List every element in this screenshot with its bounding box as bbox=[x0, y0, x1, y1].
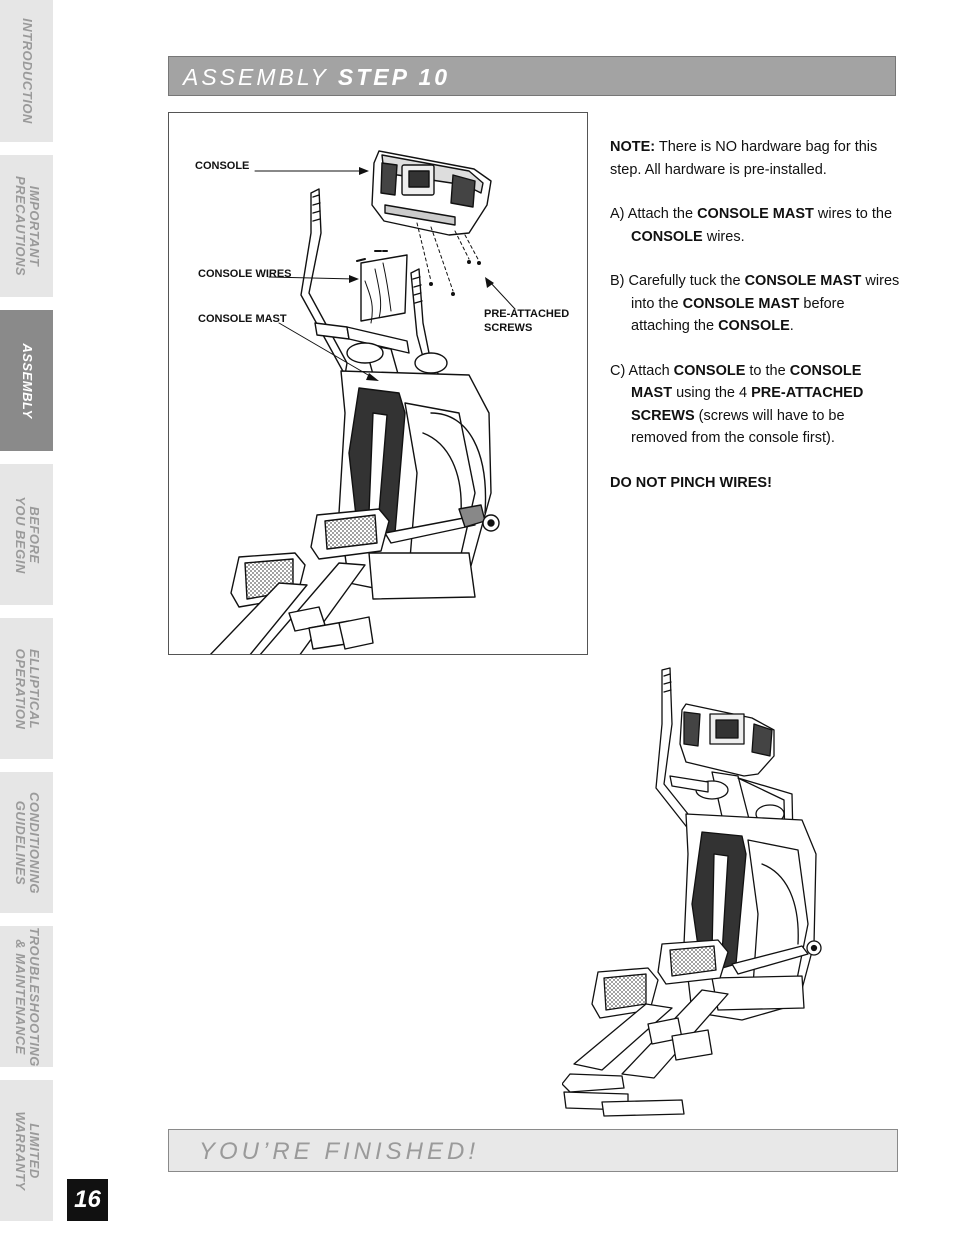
instruction-c: C) Attach CONSOLE to the CONSOLE MAST us… bbox=[610, 360, 902, 450]
instructions: NOTE: There is NO hardware bag for this … bbox=[610, 136, 902, 516]
section-tabs: INTRODUCTION IMPORTANT PRECAUTIONS ASSEM… bbox=[0, 0, 53, 1235]
elliptical-console-illustration bbox=[209, 150, 516, 654]
part-name: CONSOLE MAST bbox=[744, 273, 862, 289]
text: using the 4 bbox=[672, 385, 752, 401]
step-title: ASSEMBLY STEP 10 bbox=[183, 64, 450, 91]
label-pre-attached-screws: PRE-ATTACHED SCREWS bbox=[484, 308, 570, 334]
text: wires to the bbox=[813, 206, 893, 222]
tab-conditioning-guidelines[interactable]: CONDITIONING GUIDELINES bbox=[0, 772, 53, 913]
console-part bbox=[371, 150, 492, 236]
instruction-b: B) Carefully tuck the CONSOLE MAST wires… bbox=[610, 270, 902, 338]
tab-label: BEFORE YOU BEGIN bbox=[12, 495, 42, 574]
label-console-wires: CONSOLE WIRES bbox=[198, 268, 292, 280]
note: NOTE: There is NO hardware bag for this … bbox=[610, 136, 902, 181]
finished-banner: YOU’RE FINISHED! bbox=[168, 1129, 898, 1172]
text: . bbox=[789, 318, 794, 334]
tab-before-you-begin[interactable]: BEFORE YOU BEGIN bbox=[0, 464, 53, 605]
assembly-figure: CONSOLE CONSOLE WIRES CONSOLE MAST PRE-A… bbox=[168, 112, 588, 655]
tab-label: LIMITED WARRANTY bbox=[12, 1110, 42, 1191]
text: wires into the bbox=[631, 273, 900, 312]
warning-text: DO NOT PINCH WIRES! bbox=[610, 474, 772, 491]
tab-label: ELLIPTICAL OPERATION bbox=[12, 648, 42, 729]
text: wires. bbox=[702, 228, 745, 245]
part-name: CONSOLE bbox=[631, 228, 703, 245]
label-console-mast: CONSOLE MAST bbox=[198, 313, 287, 325]
tab-important-precautions[interactable]: IMPORTANT PRECAUTIONS bbox=[0, 155, 53, 297]
tab-troubleshooting-maintenance[interactable]: TROUBLESHOOTING & MAINTENANCE bbox=[0, 926, 53, 1067]
part-name: CONSOLE bbox=[673, 362, 746, 379]
label-console: CONSOLE bbox=[195, 160, 250, 172]
step-title-prefix: ASSEMBLY bbox=[183, 64, 329, 90]
tab-limited-warranty[interactable]: LIMITED WARRANTY bbox=[0, 1080, 53, 1221]
text: B) Carefully tuck the bbox=[610, 273, 745, 289]
part-name: CONSOLE MAST bbox=[697, 206, 814, 222]
tab-label: TROUBLESHOOTING & MAINTENANCE bbox=[12, 926, 42, 1067]
finished-text: YOU’RE FINISHED! bbox=[199, 1138, 480, 1165]
text: A) Attach the bbox=[610, 206, 698, 222]
assembled-elliptical-illustration bbox=[562, 667, 822, 1117]
tab-elliptical-operation[interactable]: ELLIPTICAL OPERATION bbox=[0, 618, 53, 759]
note-label: NOTE: bbox=[610, 139, 656, 155]
instruction-a: A) Attach the CONSOLE MAST wires to the … bbox=[610, 203, 902, 248]
part-name: CONSOLE MAST bbox=[631, 362, 862, 402]
tab-label: IMPORTANT PRECAUTIONS bbox=[12, 175, 42, 277]
warning: DO NOT PINCH WIRES! bbox=[610, 472, 902, 495]
page-number: 16 bbox=[67, 1179, 108, 1221]
text: before attaching the bbox=[631, 295, 845, 335]
tab-label: ASSEMBLY bbox=[19, 342, 35, 419]
tab-label: INTRODUCTION bbox=[19, 18, 35, 124]
text: C) Attach bbox=[610, 362, 674, 379]
tab-introduction[interactable]: INTRODUCTION bbox=[0, 0, 53, 142]
step-header: ASSEMBLY STEP 10 bbox=[168, 56, 896, 96]
part-name: CONSOLE MAST bbox=[682, 295, 800, 312]
part-name: PRE-ATTACHED SCREWS bbox=[631, 385, 864, 424]
tab-assembly[interactable]: ASSEMBLY bbox=[0, 310, 53, 451]
note-text: There is NO hardware bag for this step. … bbox=[610, 139, 878, 178]
text: to the bbox=[745, 362, 790, 379]
part-name: CONSOLE bbox=[718, 318, 790, 334]
tab-label: CONDITIONING GUIDELINES bbox=[12, 791, 42, 894]
step-number: STEP 10 bbox=[337, 64, 451, 90]
text: (screws will have to be removed from the… bbox=[631, 407, 845, 447]
